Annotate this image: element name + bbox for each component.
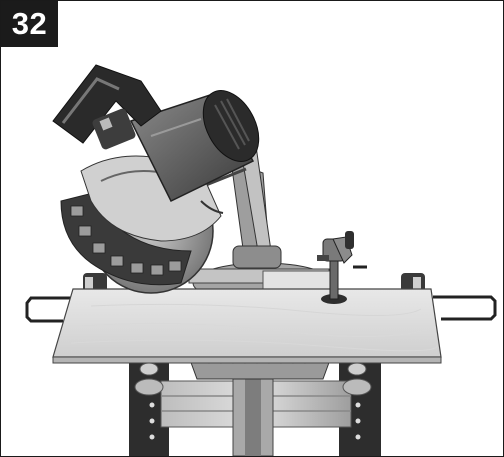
saw-arm [200,145,282,269]
hold-down-clamp [317,231,367,304]
figure-number-badge: 32 [1,1,58,47]
motor [129,90,260,202]
blade-guard [60,155,224,294]
wood-board [52,288,442,364]
handle [52,64,162,150]
